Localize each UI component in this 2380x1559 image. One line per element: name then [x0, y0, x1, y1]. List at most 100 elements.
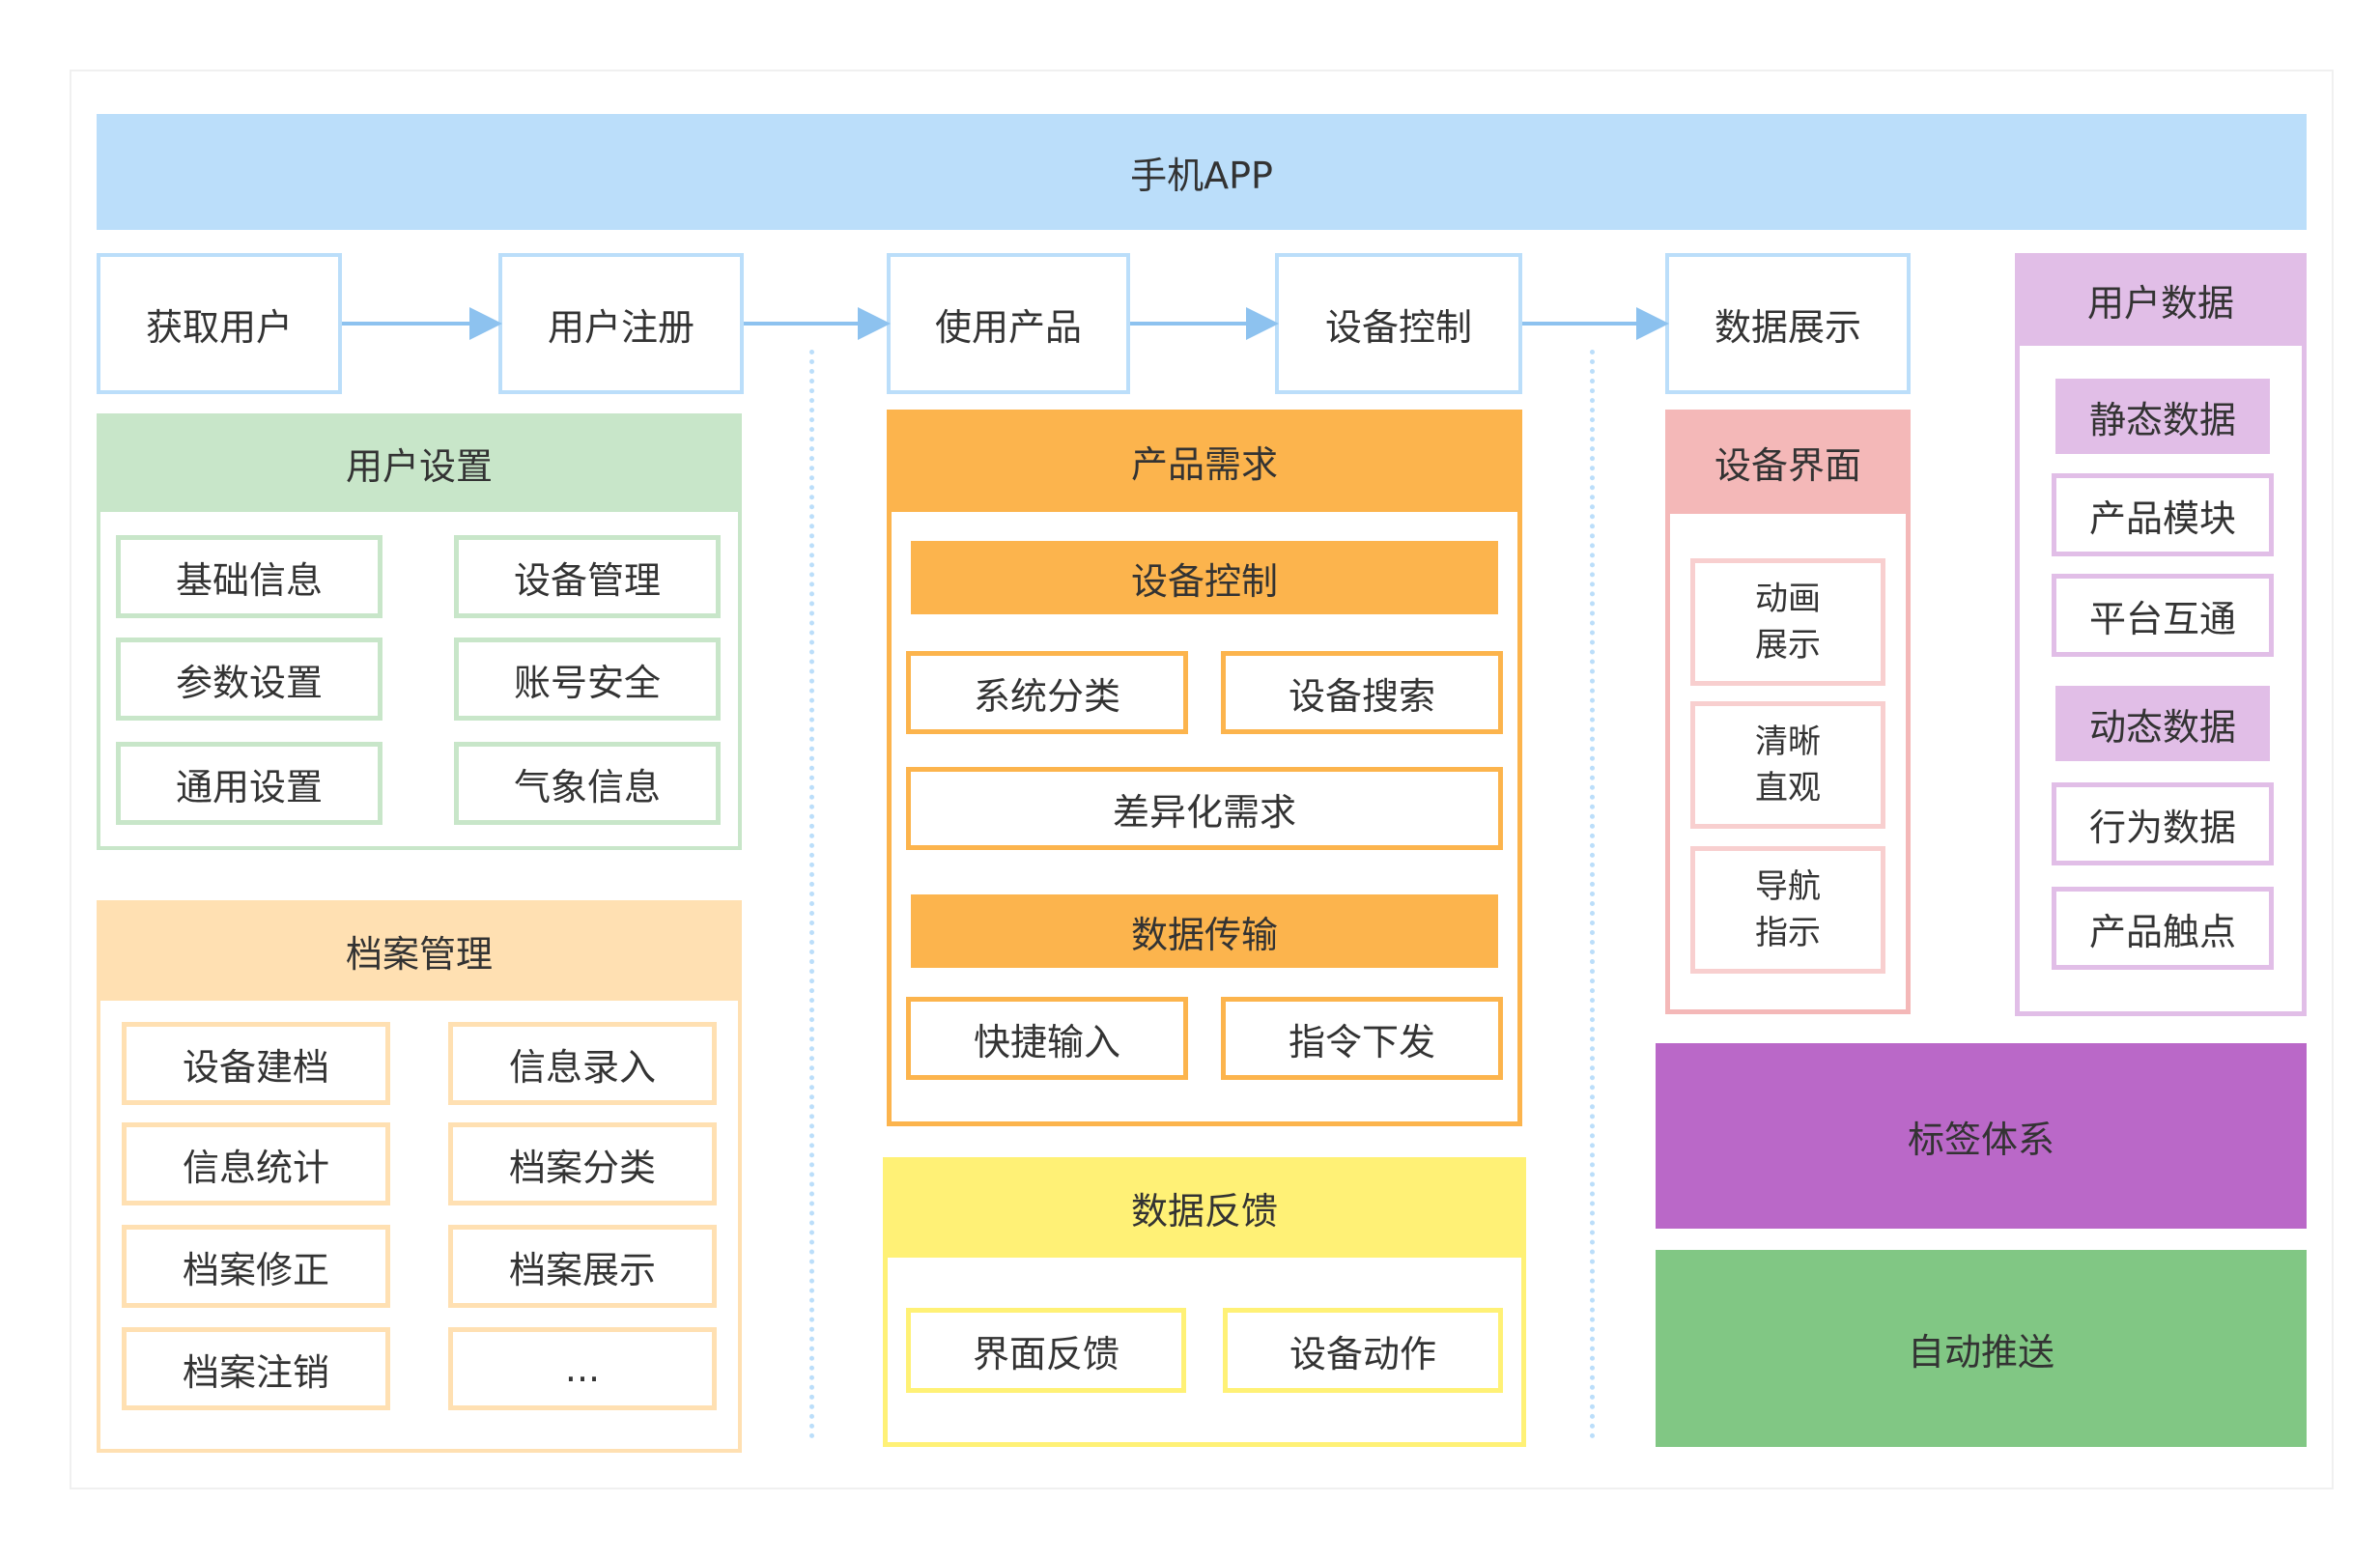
dotted-divider-right [1590, 350, 1595, 1439]
user-settings-item: 通用设置 [116, 742, 382, 825]
item-label: 产品模块 [2088, 496, 2236, 540]
item-label: 基础信息 [175, 558, 323, 602]
user-data-item: 平台互通 [2052, 574, 2274, 657]
item-label: 信息统计 [182, 1146, 329, 1189]
user-data-header: 用户数据 [2015, 253, 2307, 346]
item-label: 系统分类 [973, 674, 1120, 718]
user-settings-title: 用户设置 [345, 444, 493, 488]
flow-step-use-product: 使用产品 [887, 253, 1130, 394]
item-label: 档案注销 [182, 1350, 329, 1394]
product-req-item: 设备搜索 [1221, 651, 1503, 734]
auto-push-label: 自动推送 [1907, 1330, 2054, 1374]
item-label: 界面反馈 [972, 1332, 1119, 1375]
item-label-line: 清晰 [1755, 723, 1821, 761]
archive-item: 信息录入 [448, 1022, 717, 1105]
archive-item: 档案修正 [122, 1225, 390, 1308]
item-label: 档案修正 [182, 1248, 329, 1291]
user-settings-item: 账号安全 [454, 638, 721, 721]
device-ui-header: 设备界面 [1665, 410, 1911, 514]
device-ui-item: 导航 指示 [1690, 846, 1885, 974]
auto-push-block: 自动推送 [1656, 1250, 2307, 1447]
product-req-title: 产品需求 [1130, 442, 1278, 486]
tag-system-label: 标签体系 [1907, 1118, 2054, 1161]
app-banner: 手机APP [97, 114, 2307, 230]
flow-step-label: 用户注册 [547, 305, 694, 349]
item-label-line: 导航 [1755, 867, 1821, 906]
item-label: 设备搜索 [1288, 674, 1435, 718]
item-label-line: 指示 [1755, 914, 1821, 952]
user-settings-item: 基础信息 [116, 535, 382, 618]
archive-item: 档案展示 [448, 1225, 717, 1308]
item-label: 信息录入 [508, 1045, 656, 1089]
feedback-item: 界面反馈 [906, 1308, 1186, 1393]
feedback-item: 设备动作 [1223, 1308, 1503, 1393]
archive-item: 信息统计 [122, 1122, 390, 1205]
item-label: 差异化需求 [1112, 790, 1296, 834]
flow-arrow-1 [342, 307, 502, 340]
archive-item: 设备建档 [122, 1022, 390, 1105]
item-label-line: 直观 [1755, 769, 1821, 808]
user-settings-item: 参数设置 [116, 638, 382, 721]
data-transfer-title: 数据传输 [1130, 913, 1278, 956]
flow-arrow-2 [744, 307, 891, 340]
item-label-line: 展示 [1755, 626, 1821, 665]
item-label: 快捷输入 [973, 1020, 1120, 1063]
item-label: 指令下发 [1288, 1020, 1435, 1063]
item-label: 产品触点 [2088, 910, 2236, 953]
item-label: 设备建档 [182, 1045, 329, 1089]
static-data-label: 静态数据 [2055, 379, 2270, 454]
tag-system-block: 标签体系 [1656, 1043, 2307, 1229]
flow-arrow-4 [1522, 307, 1669, 340]
device-control-bar: 设备控制 [911, 541, 1498, 614]
device-ui-title: 设备界面 [1714, 443, 1861, 487]
item-label: 通用设置 [175, 765, 323, 808]
item-label: 档案展示 [508, 1248, 656, 1291]
flow-step-register: 用户注册 [498, 253, 744, 394]
item-label: 档案分类 [508, 1146, 656, 1189]
item-label: 静态数据 [2088, 398, 2236, 441]
item-label: 账号安全 [513, 661, 661, 704]
dynamic-data-label: 动态数据 [2055, 686, 2270, 761]
user-data-item: 产品模块 [2052, 473, 2274, 556]
feedback-title: 数据反馈 [1130, 1189, 1278, 1233]
archive-item: 档案注销 [122, 1327, 390, 1410]
item-label: 设备动作 [1289, 1332, 1436, 1375]
user-settings-header: 用户设置 [97, 413, 742, 512]
flow-step-label: 数据展示 [1714, 305, 1861, 349]
item-label: ... [564, 1347, 601, 1390]
data-transfer-bar: 数据传输 [911, 894, 1498, 968]
flow-arrow-3 [1130, 307, 1279, 340]
flow-step-label: 设备控制 [1324, 305, 1472, 349]
item-label: 平台互通 [2088, 597, 2236, 640]
flow-step-device-control: 设备控制 [1275, 253, 1522, 394]
user-data-title: 用户数据 [2086, 281, 2234, 325]
item-label: 设备管理 [513, 558, 661, 602]
flow-step-label: 获取用户 [145, 305, 293, 349]
flow-step-get-users: 获取用户 [97, 253, 342, 394]
differentiation-box: 差异化需求 [906, 767, 1503, 850]
device-control-title: 设备控制 [1130, 559, 1278, 603]
dotted-divider-left [809, 350, 814, 1439]
product-req-item: 指令下发 [1221, 997, 1503, 1080]
item-label-line: 动画 [1755, 580, 1821, 618]
product-req-header: 产品需求 [887, 410, 1522, 512]
item-label: 行为数据 [2088, 806, 2236, 849]
user-data-item: 产品触点 [2052, 887, 2274, 970]
archive-title: 档案管理 [345, 932, 493, 976]
device-ui-item: 清晰 直观 [1690, 701, 1885, 829]
item-label: 动态数据 [2088, 705, 2236, 749]
flow-step-data-display: 数据展示 [1665, 253, 1911, 394]
product-req-item: 快捷输入 [906, 997, 1188, 1080]
archive-item-more: ... [448, 1327, 717, 1410]
app-banner-title: 手机APP [1130, 154, 1273, 197]
user-settings-item: 气象信息 [454, 742, 721, 825]
archive-item: 档案分类 [448, 1122, 717, 1205]
flow-step-label: 使用产品 [934, 305, 1082, 349]
item-label: 气象信息 [513, 765, 661, 808]
user-settings-item: 设备管理 [454, 535, 721, 618]
item-label: 参数设置 [175, 661, 323, 704]
product-req-item: 系统分类 [906, 651, 1188, 734]
archive-header: 档案管理 [97, 900, 742, 1001]
feedback-header: 数据反馈 [883, 1157, 1526, 1258]
device-ui-item: 动画 展示 [1690, 558, 1885, 686]
